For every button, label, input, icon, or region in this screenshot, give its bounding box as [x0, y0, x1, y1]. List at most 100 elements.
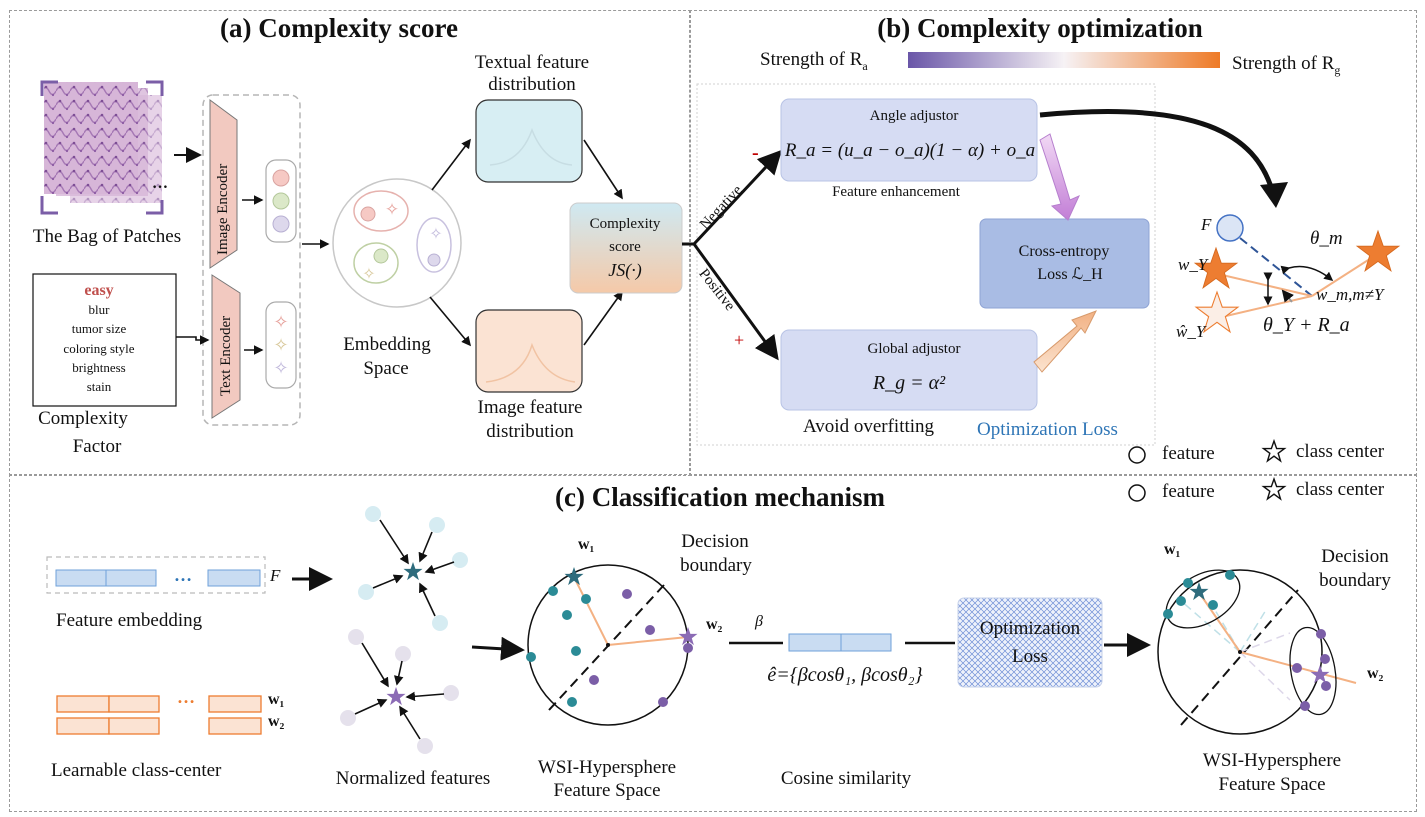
class-w1-label: w₁	[268, 691, 285, 708]
angle-adjustor-title: Angle adjustor	[869, 108, 959, 124]
image-encoder-label: Image Encoder	[215, 163, 231, 255]
factor-stain: stain	[86, 379, 112, 394]
legend-feature-label-1: feature	[1162, 443, 1215, 464]
purple-cluster	[340, 629, 459, 754]
factor-tumor-size: tumor size	[71, 321, 127, 336]
factor-coloring-style: coloring style	[63, 341, 135, 356]
legend-star-1	[1261, 438, 1287, 463]
wY-hat-label: ŵ_Y	[1176, 322, 1206, 341]
svg-text:✧: ✧	[385, 200, 399, 219]
svg-text:✧: ✧	[362, 266, 375, 283]
class-dots: …	[177, 687, 195, 707]
panel-a-title: (a) Complexity score	[220, 13, 458, 43]
svg-text:✧: ✧	[273, 358, 288, 378]
hs1-label-2: Feature Space	[553, 780, 661, 801]
strength-ra-label: Strength of Ra	[760, 49, 868, 73]
image-dist-label-1: Image feature	[477, 397, 583, 418]
hs1-w2-label: w₂	[706, 616, 723, 633]
textual-dist-label-2: distribution	[488, 74, 576, 95]
positive-sign: +	[734, 330, 745, 350]
embedding-space-circle	[332, 178, 462, 308]
avoid-overfitting-label: Avoid overfitting	[803, 416, 935, 437]
normalized-features-label: Normalized features	[335, 768, 491, 789]
hs1-decision-label-1: Decision	[681, 531, 749, 552]
complexity-factor-label-2: Factor	[72, 436, 122, 457]
cross-entropy-label-1: Cross-entropy	[1018, 243, 1110, 260]
legend-star-2	[1261, 476, 1287, 501]
learnable-class-center-label: Learnable class-center	[51, 760, 222, 781]
hs1-decision-label-2: boundary	[680, 555, 752, 576]
svg-text:✧: ✧	[429, 226, 442, 243]
global-formula: R_g = α²	[872, 372, 946, 394]
bag-of-patches-label: The Bag of Patches	[32, 226, 182, 247]
thetaY-label: θ_Y + R_a	[1263, 314, 1350, 336]
score-label-1: Complexity	[589, 216, 661, 232]
hs2-decision-label-2: boundary	[1319, 570, 1391, 591]
opt-loss-label-1: Optimization	[979, 618, 1081, 639]
panel-c	[9, 474, 1417, 812]
image-distribution-box	[475, 309, 583, 393]
image-encoder-shape	[209, 99, 238, 269]
svg-text:✧: ✧	[273, 335, 288, 355]
panel-b-title: (b) Complexity optimization	[877, 13, 1203, 43]
feature-circle-F	[1216, 214, 1244, 242]
embedding-space-label-1: Embedding	[343, 334, 431, 355]
score-label-3: JS(·)	[608, 260, 642, 280]
factor-brightness: brightness	[72, 360, 126, 375]
feature-embedding-label: Feature embedding	[56, 610, 203, 631]
optimization-loss-label-b: Optimization Loss	[977, 419, 1118, 440]
e-formula: ê={βcosθ₁, βcosθ₂}	[767, 664, 923, 686]
image-dist-label-2: distribution	[486, 421, 574, 442]
encoder-container	[202, 94, 301, 426]
strength-rg-label: Strength of Rg	[1232, 53, 1341, 77]
hs1-w1-label: w₁	[578, 536, 595, 553]
hs2-label-2: Feature Space	[1218, 774, 1326, 795]
svg-text:✧: ✧	[273, 312, 288, 332]
teal-cluster	[358, 506, 468, 631]
legend-feature-label-2: feature	[1162, 481, 1215, 502]
beta-label: β	[755, 613, 763, 630]
hs1-label-1: WSI-Hypersphere	[537, 757, 677, 778]
F-label: F	[1201, 215, 1212, 234]
score-label-2: score	[609, 239, 641, 255]
textual-dist-label-1: Textual feature	[474, 52, 590, 73]
panel-c-title: (c) Classification mechanism	[555, 482, 885, 512]
class-w2-label: w₂	[268, 713, 285, 730]
complexity-factor-label-1: Complexity	[38, 408, 128, 429]
star-wm	[1355, 229, 1401, 272]
complexity-factor-box	[32, 273, 177, 407]
patch-stack	[40, 80, 164, 215]
hs2-decision-label-1: Decision	[1321, 546, 1389, 567]
legend-center-label-2: class center	[1296, 479, 1385, 500]
cosine-similarity-label: Cosine similarity	[780, 768, 912, 789]
factor-easy: easy	[84, 282, 114, 299]
global-adjustor-box	[780, 329, 1038, 411]
textual-distribution-box	[475, 99, 583, 183]
global-adjustor-title: Global adjustor	[867, 341, 961, 357]
angle-formula: R_a = (u_a − o_a)(1 − α) + o_a	[784, 140, 1036, 161]
negative-sign: -	[752, 142, 759, 164]
feature-F-label: F	[270, 566, 281, 585]
legend-center-label-1: class center	[1296, 441, 1385, 462]
patch-ellipsis: …	[152, 175, 168, 192]
legend-feature-circle-2	[1128, 484, 1146, 502]
text-encoder-shape	[211, 274, 241, 419]
angle-adjustor-box	[780, 98, 1038, 182]
opt-loss-label-2: Loss	[1012, 646, 1048, 667]
feature-enhancement-label: Feature enhancement	[832, 184, 960, 200]
embedding-space-label-2: Space	[363, 358, 409, 379]
hs2-w1-label: w₁	[1164, 541, 1181, 558]
hs2-w2-label: w₂	[1367, 665, 1384, 682]
complexity-score-box	[569, 202, 683, 294]
cross-entropy-label-2: Loss ℒ_H	[1037, 266, 1103, 283]
hs2-label-1: WSI-Hypersphere	[1202, 750, 1342, 771]
hypersphere-1	[526, 564, 698, 726]
text-encoder-label: Text Encoder	[218, 315, 234, 396]
hypersphere-2	[1157, 569, 1357, 735]
strength-gradient-bar	[908, 52, 1220, 68]
star-wY	[1193, 246, 1239, 289]
cross-entropy-box	[979, 218, 1150, 309]
factor-blur: blur	[88, 302, 110, 317]
star-wY-hat	[1194, 290, 1240, 334]
